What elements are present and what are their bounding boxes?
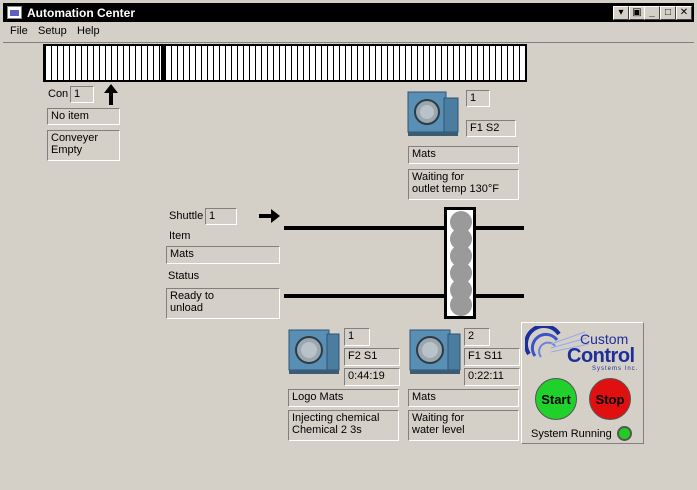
washer-machine-icon[interactable] (408, 326, 462, 376)
menu-bar: File Setup Help (3, 23, 694, 41)
menu-setup[interactable]: Setup (38, 25, 67, 37)
conveyor-status-field: Conveyer Empty (47, 130, 120, 161)
arrow-up-icon (104, 84, 118, 105)
washer-right-item-field: Mats (408, 389, 519, 407)
control-panel: Custom Control Systems Inc. Start Stop S… (521, 322, 644, 444)
stop-button[interactable]: Stop (589, 378, 631, 420)
menu-file[interactable]: File (10, 25, 28, 37)
mat-stack-item (450, 262, 472, 284)
washer-left-id-field: F2 S1 (344, 348, 400, 366)
con-label: Con (48, 88, 69, 100)
system-status-text: System Running (531, 428, 612, 440)
shuttle-number-field: 1 (205, 208, 237, 225)
logo-text-control: Control (567, 345, 635, 367)
washer-left-time-field: 0:44:19 (344, 368, 400, 386)
maximize-button[interactable]: □ (660, 6, 676, 20)
washer-left-item-field: Logo Mats (288, 389, 399, 407)
arrow-right-icon (259, 209, 280, 223)
washer-top-item-field: Mats (408, 146, 519, 164)
washer-right-id-field: F1 S11 (464, 348, 520, 366)
conveyor-divider (161, 46, 166, 80)
shuttle-rail-bottom (284, 294, 524, 298)
shuttle-status-field: Ready to unload (166, 288, 280, 319)
mat-stack-item (450, 211, 472, 233)
menu-help[interactable]: Help (77, 25, 100, 37)
washer-right-status-field: Waiting for water level (408, 410, 519, 441)
app-icon (7, 6, 22, 19)
washer-top-id-field: F1 S2 (466, 120, 516, 137)
conveyor-item-field: No item (47, 108, 120, 125)
shuttle-item-label: Item (169, 230, 191, 242)
washer-machine-icon[interactable] (287, 326, 341, 376)
conveyor-belt (43, 44, 527, 82)
washer-left-number-field: 1 (344, 328, 370, 346)
close-button[interactable]: ✕ (676, 6, 692, 20)
shuttle-item-field: Mats (166, 246, 280, 264)
logo-text-custom: Custom (580, 331, 629, 347)
shuttle-cart (444, 207, 476, 319)
washer-top-number-field: 1 (466, 90, 490, 107)
washer-right-time-field: 0:22:11 (464, 368, 520, 386)
main-area (3, 42, 694, 487)
logo-text-systems: Systems Inc. (592, 366, 639, 372)
shuttle-label: Shuttle (169, 210, 204, 222)
sys-icon[interactable]: ▣ (629, 6, 645, 20)
mat-stack-item (450, 228, 472, 250)
restore-mode-icon[interactable]: ▾ (613, 6, 629, 20)
washer-left-status-field: Injecting chemical Chemical 2 3s (288, 410, 399, 441)
shuttle-status-label: Status (168, 270, 200, 282)
window-title: Automation Center (27, 6, 135, 20)
shuttle-rail-top (284, 226, 524, 230)
status-led-icon (617, 426, 632, 441)
washer-top-status-field: Waiting for outlet temp 130°F (408, 169, 519, 200)
start-button[interactable]: Start (535, 378, 577, 420)
mat-stack-item (450, 245, 472, 267)
washer-machine-icon[interactable] (406, 88, 460, 138)
title-bar: Automation Center ▾ ▣ _ □ ✕ (3, 3, 694, 22)
company-logo (525, 326, 590, 358)
minimize-button[interactable]: _ (644, 6, 660, 20)
con-number-field: 1 (70, 86, 94, 103)
mat-stack-item (450, 294, 472, 316)
washer-right-number-field: 2 (464, 328, 490, 346)
